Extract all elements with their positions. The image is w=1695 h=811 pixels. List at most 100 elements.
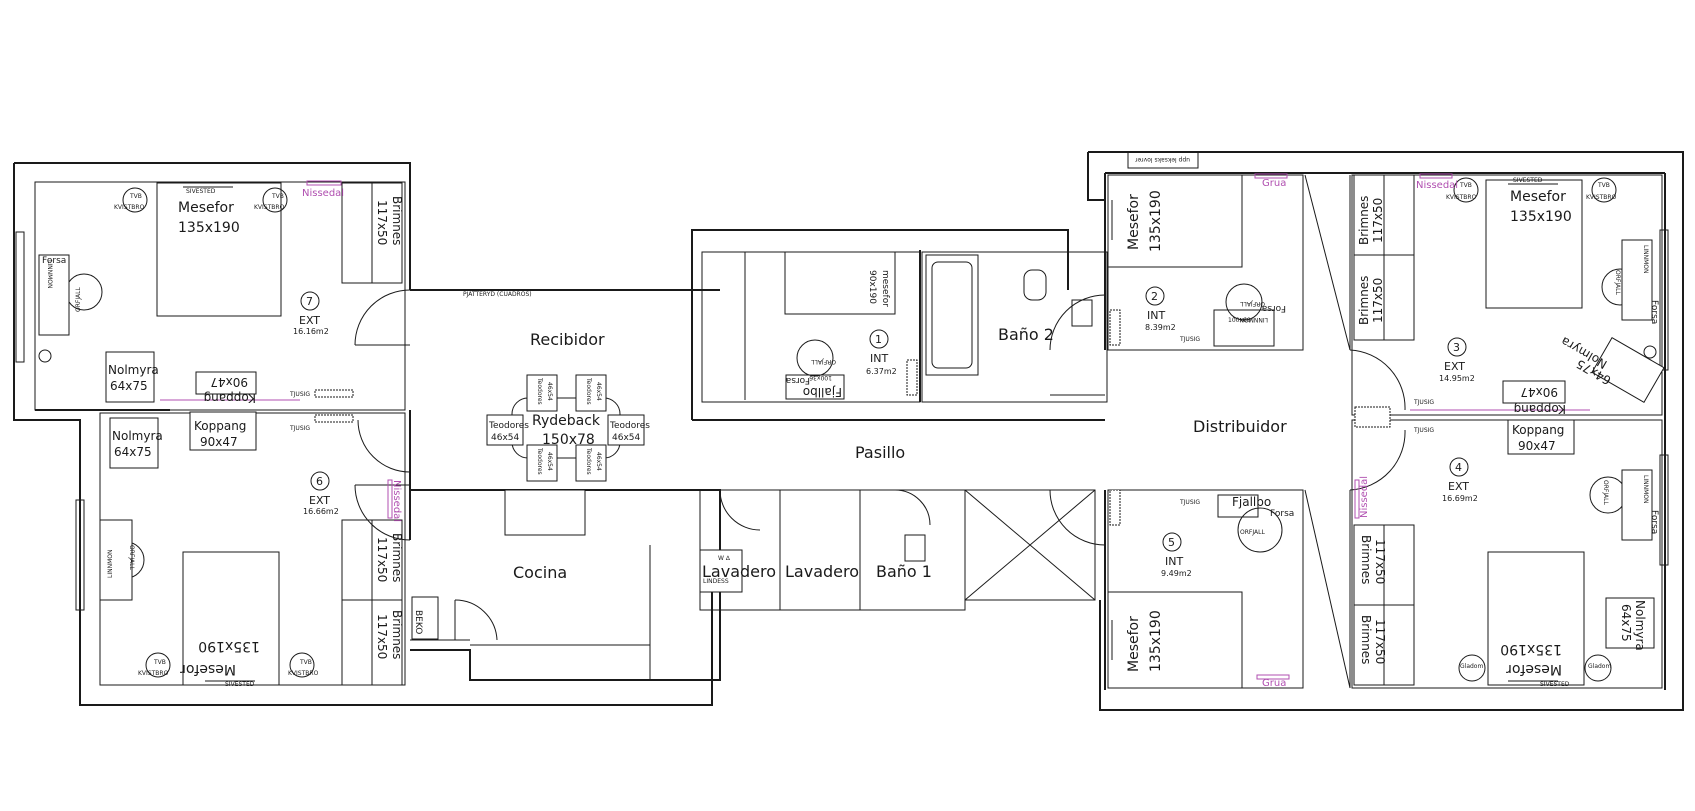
dresser-label-name: Koppang	[1512, 423, 1564, 437]
nightstand-label: KVISTBRO	[138, 670, 169, 677]
bedroom-marker-7: 7 EXT 16.16m2	[293, 291, 329, 336]
chair-label-orfjall: ORFJALL	[1602, 480, 1609, 505]
lamp-label: Forsa	[1649, 300, 1659, 324]
wardrobe-label-size: 117x50	[1371, 278, 1385, 323]
bedroom-number: 3	[1453, 341, 1460, 354]
stool-label: Gladom	[1460, 663, 1483, 670]
wardrobe-label-size: 117x50	[375, 537, 389, 582]
bed-label-size: 135x190	[1500, 641, 1562, 657]
chair-label-name: Teodores	[585, 447, 592, 475]
bedroom-marker-5: 5 INT 9.49m2	[1161, 532, 1192, 578]
dresser-label-name: Koppang	[1514, 402, 1566, 416]
room-label-pasillo: Pasillo	[855, 443, 905, 462]
bed-brand-label: SIVESTED	[225, 681, 255, 688]
chair-label-size: 46x54	[546, 452, 553, 471]
mirror-label: Nissedal	[1359, 476, 1370, 518]
coat-rack-label: TJUSIG	[1413, 427, 1434, 434]
chair-label-name: Teodores	[536, 447, 543, 475]
bed-label-name: Mesefor	[178, 200, 234, 216]
chair-label-name: Nolmyra	[108, 363, 159, 377]
bed-label-name: Mesefor	[1126, 194, 1142, 250]
outer-walls	[13, 151, 1684, 711]
bed-label-name: Mesefor	[1506, 661, 1562, 677]
bedroom-number: 7	[306, 295, 313, 308]
bedroom-marker-2: 2 INT 8.39m2	[1145, 286, 1176, 332]
coat-rack-label: TJUSIG	[1413, 399, 1434, 406]
middle-walls	[410, 250, 1108, 681]
bedroom-type: INT	[1147, 309, 1165, 322]
dresser-label-size: 90x47	[1520, 385, 1558, 399]
nightstand-label: KVISTBRO	[1446, 194, 1477, 201]
dining-set	[486, 374, 645, 482]
chair-label-name: Teodores	[488, 421, 529, 431]
bedroom-number: 5	[1168, 536, 1175, 549]
bedroom-area: 6.37m2	[866, 367, 897, 376]
desk-label: LINNMON	[46, 260, 53, 288]
mirror-label: Nissedal	[391, 480, 402, 522]
beds	[156, 174, 1585, 689]
wardrobe-label-name: Brimnes	[1357, 276, 1371, 325]
lamp-label: Forsa	[1270, 509, 1294, 519]
bed-brand-label: SIVESTED	[1540, 681, 1570, 688]
bed-label-name: Mesefor	[180, 661, 236, 677]
bedroom-area: 8.39m2	[1145, 323, 1176, 332]
chair-label-size: 46x54	[491, 433, 520, 443]
room-label-recibidor: Recibidor	[530, 330, 605, 349]
dresser-label-size: 90x47	[1518, 439, 1556, 453]
tv-label: TVB	[1459, 182, 1472, 189]
small-furniture	[38, 239, 1665, 649]
bedroom-type: EXT	[299, 314, 320, 327]
chair-label-size: 64x75	[1619, 604, 1633, 642]
tv-label: TVB	[271, 193, 284, 200]
left-wing-walls	[15, 181, 406, 686]
nightstand-label: KVISTBRO	[254, 204, 285, 211]
tv-label: TVB	[129, 193, 142, 200]
bed-label-size: 135x190	[198, 638, 260, 654]
dresser-label-size: 90x47	[200, 435, 238, 449]
bedroom-number: 2	[1151, 290, 1158, 303]
coat-rack-label: TJUSIG	[289, 425, 310, 432]
wardrobe-label-name: Brimnes	[390, 610, 404, 659]
chair-label-orfjall: ORFJALL	[75, 287, 82, 312]
bedroom-area: 9.49m2	[1161, 569, 1192, 578]
chair-label-name: Teodores	[536, 377, 543, 405]
bed-label-size: 135x190	[1148, 190, 1164, 252]
tv-label: TVB	[1597, 182, 1610, 189]
chair-label-orfjall: ORFJALL	[1614, 270, 1621, 295]
chair-label-orfjall: ORFJALL	[1240, 300, 1265, 307]
bed-label-size: 135x190	[1148, 610, 1164, 672]
storage-label: upp leksaks lovrer	[1135, 156, 1190, 163]
wall-art-label: PJÄTTERYD (CUADROS)	[463, 291, 532, 298]
bed-label-name: mesefor	[880, 270, 890, 307]
bed-label-size: 90x190	[867, 270, 877, 304]
bedroom-type: EXT	[309, 494, 330, 507]
lamp-label: Forsa	[1262, 303, 1286, 313]
room-label-lavadero-1: Lavadero	[702, 562, 776, 581]
table-label-size: 150x78	[542, 432, 595, 448]
bedroom-marker-1: 1 INT 6.37m2	[866, 329, 897, 376]
lamp-label: Grua	[1262, 678, 1286, 689]
nightstand-label: KVISTBRO	[288, 670, 319, 677]
washer-label: W ∆	[718, 555, 731, 562]
desk-label: LINNMON	[1642, 245, 1649, 273]
room-label-lavadero-2: Lavadero	[785, 562, 859, 581]
chair-label-size: 46x54	[546, 382, 553, 401]
dresser-label-size: 90x47	[210, 375, 248, 389]
lamp-label: Forsa	[42, 256, 66, 266]
shelf-size-label: 100x36	[809, 374, 832, 381]
bedroom-area: 14.95m2	[1439, 374, 1475, 383]
mirror-label: Nissedal	[1416, 180, 1458, 191]
bedroom-area: 16.16m2	[293, 327, 329, 336]
chair-label-orfjall: ORFJALL	[1240, 529, 1265, 536]
washer-label: LINDESS	[703, 578, 729, 585]
lamp-label: Grua	[1262, 178, 1286, 189]
wardrobe-label-size: 117x50	[375, 200, 389, 245]
chair-label-size: 46x54	[595, 382, 602, 401]
coat-rack-label: TJUSIG	[1179, 499, 1200, 506]
wardrobe-label-size: 117x50	[1371, 198, 1385, 243]
chair-label-name: Teodores	[585, 377, 592, 405]
room-label-cocina: Cocina	[513, 563, 567, 582]
bed-label-name: Mesefor	[1510, 189, 1566, 205]
bedroom-type: INT	[1165, 555, 1183, 568]
